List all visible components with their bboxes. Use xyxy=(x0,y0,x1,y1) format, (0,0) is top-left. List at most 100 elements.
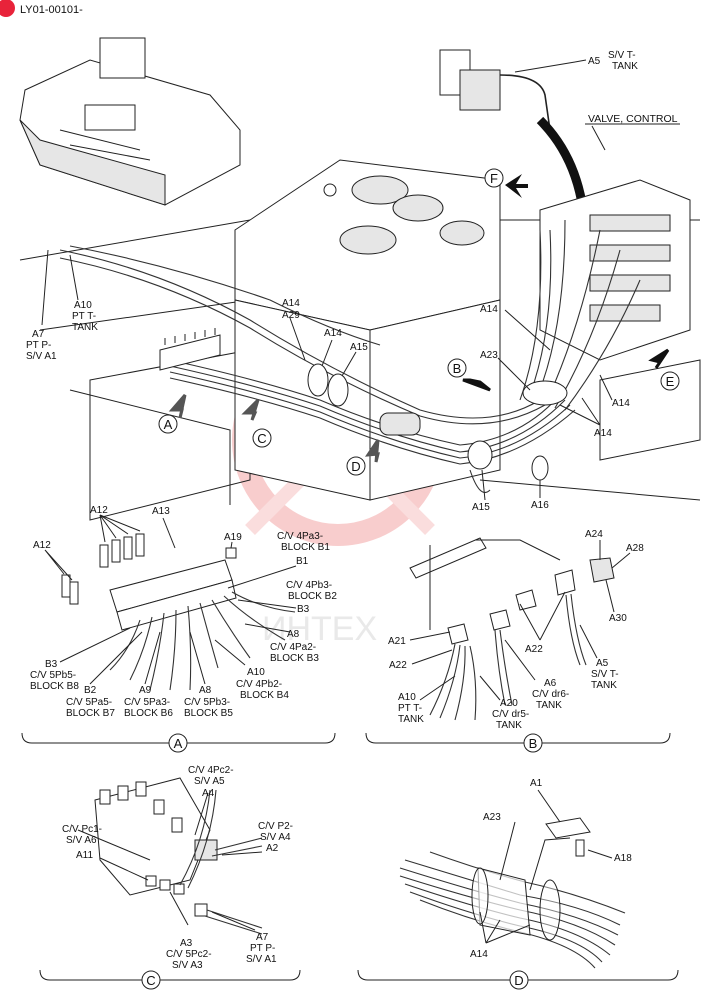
clamp-a15 xyxy=(327,373,349,407)
da-label-b2-desc-1: C/V 4Pb3- xyxy=(286,580,332,591)
da-label-b7-desc-1: C/V 5Pa5- xyxy=(66,697,112,708)
detail-c-bracket xyxy=(39,969,301,981)
dc-label-a6-desc-1: C/V Pc1- xyxy=(62,824,102,835)
label-a14-a: A14 xyxy=(282,298,300,309)
dd-label-a18: A18 xyxy=(614,853,632,864)
detail-d-drawing xyxy=(399,789,626,969)
callout-b xyxy=(447,358,467,378)
detail-b-title-circle xyxy=(523,733,543,753)
db-label-a5-desc-2: TANK xyxy=(591,680,617,691)
da-label-b3-desc-2: BLOCK B3 xyxy=(270,653,319,664)
db-label-a10-desc-1: PT T- xyxy=(398,703,422,714)
detail-a-title: A xyxy=(174,736,183,751)
da-label-b6-desc-2: BLOCK B6 xyxy=(124,708,173,719)
dd-label-a23: A23 xyxy=(483,812,501,823)
label-a7-main-desc-1: PT P- xyxy=(26,340,51,351)
arrow-a-icon xyxy=(168,394,187,419)
dc-label-a4-desc-2: S/V A4 xyxy=(260,832,291,843)
arrow-f-icon xyxy=(505,174,528,198)
detail-b-title: B xyxy=(529,736,538,751)
dc-label-a7-desc-2: S/V A1 xyxy=(246,954,277,965)
label-a14-b: A14 xyxy=(324,328,342,339)
db-label-a5: A5 xyxy=(596,658,609,669)
callout-f xyxy=(484,168,504,188)
da-label-b5-desc-1: C/V 5Pb3- xyxy=(184,697,230,708)
arrow-b-icon xyxy=(462,378,491,392)
detail-d-title-circle xyxy=(509,970,529,990)
manifold-block-a xyxy=(159,328,221,371)
label-a15-a: A15 xyxy=(350,342,368,353)
dc-label-a3: A3 xyxy=(180,938,193,949)
dc-label-a4-desc-1: C/V P2- xyxy=(258,821,293,832)
dc-label-a3-desc-1: C/V 5Pc2- xyxy=(166,949,212,960)
label-a14-d: A14 xyxy=(612,398,630,409)
clamp-a16 xyxy=(531,455,549,481)
dc-label-a3-desc-2: S/V A3 xyxy=(172,960,203,971)
dc-label-a5-desc-2: S/V A5 xyxy=(194,776,225,787)
label-a7-main-desc-2: S/V A1 xyxy=(26,351,57,362)
db-label-a6: A6 xyxy=(544,678,557,689)
dc-label-a5-desc-1: C/V 4Pc2- xyxy=(188,765,234,776)
clamp-a15-lower xyxy=(467,440,493,470)
detail-c-title: C xyxy=(146,973,155,988)
dc-label-a11: A11 xyxy=(76,850,93,861)
da-label-b8-desc-1: C/V 5Pb5- xyxy=(30,670,76,681)
doc-id: LY01-00101- xyxy=(20,4,83,16)
db-label-a6-desc-2: TANK xyxy=(536,700,562,711)
label-a16: A16 xyxy=(531,500,549,511)
da-label-b3-desc-1: C/V 4Pa2- xyxy=(270,642,316,653)
label-a14-c: A14 xyxy=(480,304,498,315)
db-label-a28: A28 xyxy=(626,543,644,554)
db-label-a20-desc-1: C/V dr5- xyxy=(492,709,529,720)
da-label-b2: B2 xyxy=(84,685,97,696)
callout-c xyxy=(252,428,272,448)
hydraulic-tank xyxy=(234,159,501,501)
db-label-a10-desc-2: TANK xyxy=(398,714,424,725)
callout-a-label: A xyxy=(164,417,173,432)
label-a7-main: A7 xyxy=(32,329,45,340)
da-label-b7-desc-2: BLOCK B7 xyxy=(66,708,115,719)
da-label-a12-top: A12 xyxy=(90,505,108,516)
db-label-a21: A21 xyxy=(388,636,406,647)
db-label-a10: A10 xyxy=(398,692,416,703)
da-label-a8-bottom: A8 xyxy=(199,685,212,696)
detail-a-drawing xyxy=(44,514,297,691)
label-a23: A23 xyxy=(480,350,498,361)
da-label-a10: A10 xyxy=(247,667,265,678)
machine-thumbnail xyxy=(19,37,241,206)
da-label-b5-desc-2: BLOCK B5 xyxy=(184,708,233,719)
detail-c-title-circle xyxy=(141,970,161,990)
db-label-a6-desc-1: C/V dr6- xyxy=(532,689,569,700)
da-label-b1-desc-2: BLOCK B1 xyxy=(281,542,330,553)
callout-f-label: F xyxy=(490,171,498,186)
label-a5-top: A5 xyxy=(588,56,601,67)
page-badge-icon xyxy=(0,0,15,17)
dc-label-a7: A7 xyxy=(256,932,269,943)
callout-c-label: C xyxy=(257,431,266,446)
label-a15-b: A15 xyxy=(472,502,490,513)
db-label-a5-desc-1: S/V T- xyxy=(591,669,619,680)
callout-d xyxy=(346,456,366,476)
dc-label-a7-desc-1: PT P- xyxy=(250,943,275,954)
da-label-a19: A19 xyxy=(224,532,242,543)
db-label-a20: A20 xyxy=(500,698,518,709)
label-valve-control: VALVE, CONTROL xyxy=(588,113,678,125)
db-label-a20-desc-2: TANK xyxy=(496,720,522,731)
solenoid-valve xyxy=(439,49,576,131)
da-label-b3-left: B3 xyxy=(45,659,58,670)
arrow-d-icon xyxy=(364,439,380,463)
arrow-c-icon xyxy=(241,398,260,421)
detail-b-bracket xyxy=(365,732,671,744)
db-label-a30: A30 xyxy=(609,613,627,624)
label-a5-top-desc-1: S/V T- xyxy=(608,50,636,61)
da-label-a8-right: A8 xyxy=(287,629,300,640)
da-label-b1-desc-1: C/V 4Pa3- xyxy=(277,531,323,542)
da-label-a9: A9 xyxy=(139,685,152,696)
db-label-a22-right: A22 xyxy=(525,644,543,655)
detail-a-title-circle xyxy=(168,733,188,753)
arrow-e-icon xyxy=(648,348,670,369)
db-label-a22-left: A22 xyxy=(389,660,407,671)
label-a29: A29 xyxy=(282,310,300,321)
